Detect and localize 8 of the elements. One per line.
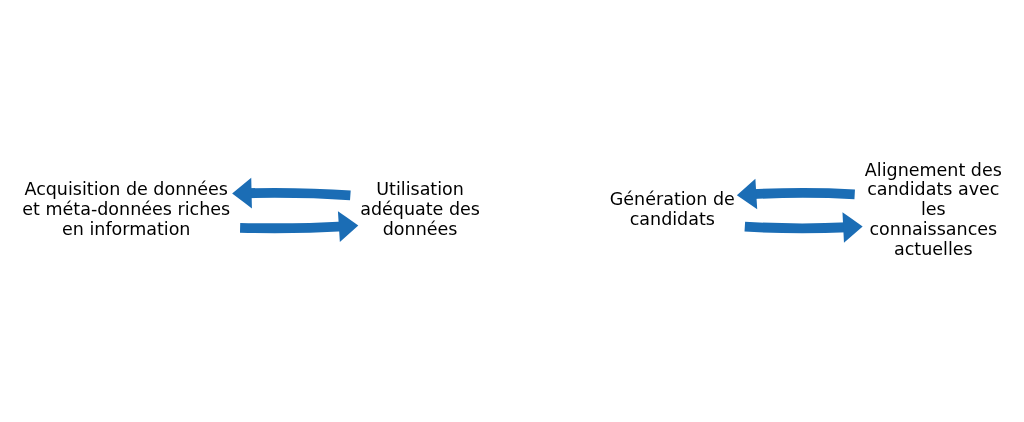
node-text: Alignement des candidats avec les connaissances actuelles: [864, 159, 1002, 259]
arrow: [232, 177, 351, 209]
arrow: [240, 211, 359, 242]
arrow: [736, 178, 855, 210]
node-text: Acquisition de données et méta-données riches en information: [22, 179, 231, 239]
node-text: Génération de candidats: [609, 189, 735, 230]
node-text: Utilisation adéquate des données: [360, 179, 480, 239]
arrow: [744, 212, 863, 243]
